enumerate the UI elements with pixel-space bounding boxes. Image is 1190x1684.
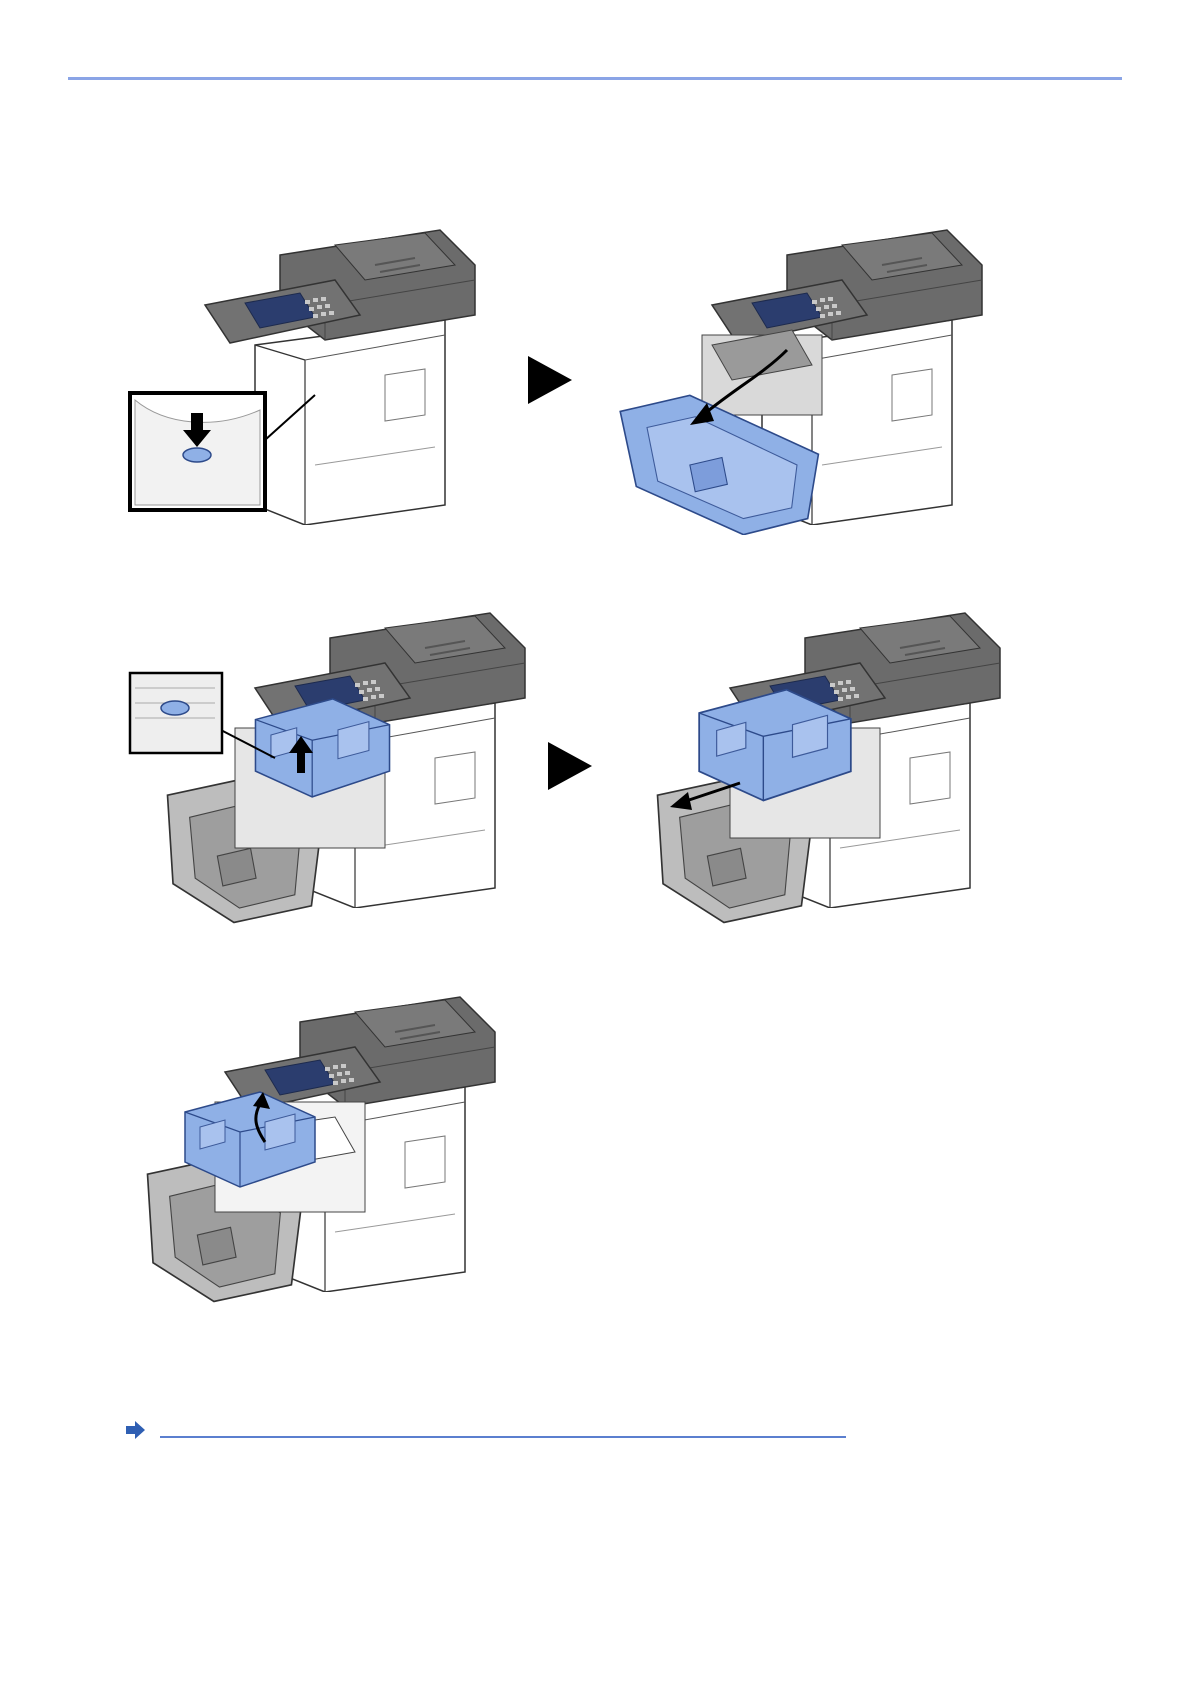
step-4-figure — [640, 608, 1010, 928]
next-step-arrow-icon — [528, 356, 572, 404]
step-1-figure — [125, 225, 485, 535]
step-5-figure — [125, 992, 505, 1312]
printer-lift-toner-container-icon — [125, 992, 505, 1312]
printer-pull-drum-unit-icon — [640, 608, 1010, 928]
reference-arrow-icon — [124, 1421, 146, 1439]
step-2-figure — [612, 225, 992, 535]
next-step-arrow-icon — [548, 742, 592, 790]
step-3-figure — [125, 608, 535, 928]
reference-link-underline[interactable] — [160, 1436, 846, 1438]
reference-note — [124, 1418, 854, 1446]
printer-front-cover-open-icon — [612, 225, 992, 535]
header-rule — [68, 77, 1122, 80]
printer-release-lever-icon — [125, 608, 535, 928]
printer-press-button-icon — [125, 225, 485, 535]
